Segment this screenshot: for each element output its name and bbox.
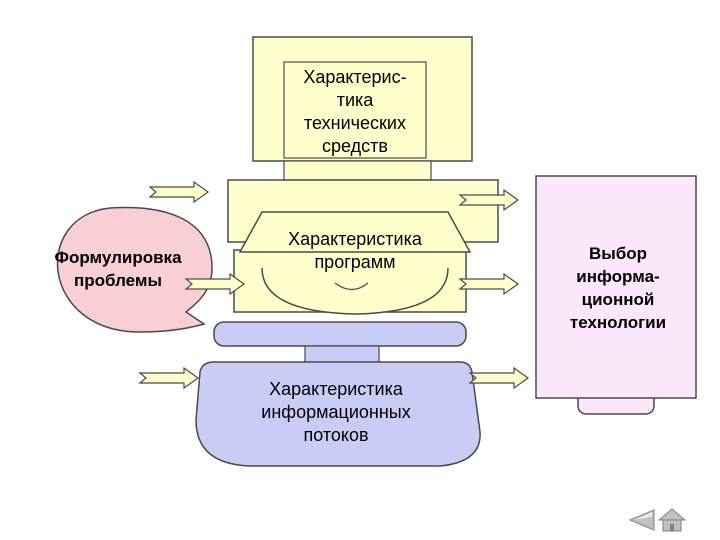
problem-shape: [56, 206, 213, 333]
choice-label: Выбор информа- ционной технологии: [569, 244, 667, 332]
drive-bay: [238, 211, 472, 253]
home-icon[interactable]: [657, 508, 687, 532]
keyboard: [213, 321, 467, 347]
monitor-label: Характерис- тика технических средств: [303, 67, 407, 156]
arrow-to-system-unit: [149, 181, 209, 203]
disc-hub: [334, 282, 369, 291]
arrow-drive-to-choice: [459, 273, 519, 295]
problem-label: Формулировка проблемы: [54, 248, 182, 290]
choice-box: [535, 175, 697, 399]
monitor-text-frame: [283, 61, 427, 159]
back-arrow-icon[interactable]: [628, 508, 656, 532]
arrow-to-flows: [139, 367, 199, 389]
flows-shape: [195, 361, 481, 467]
disc-shape: [261, 267, 449, 315]
arrow-flows-to-choice: [469, 367, 529, 389]
flows-label: Характеристика информационных потоков: [261, 379, 411, 445]
drive-label: Характеристика программ: [288, 229, 422, 272]
monitor-neck: [283, 160, 432, 181]
